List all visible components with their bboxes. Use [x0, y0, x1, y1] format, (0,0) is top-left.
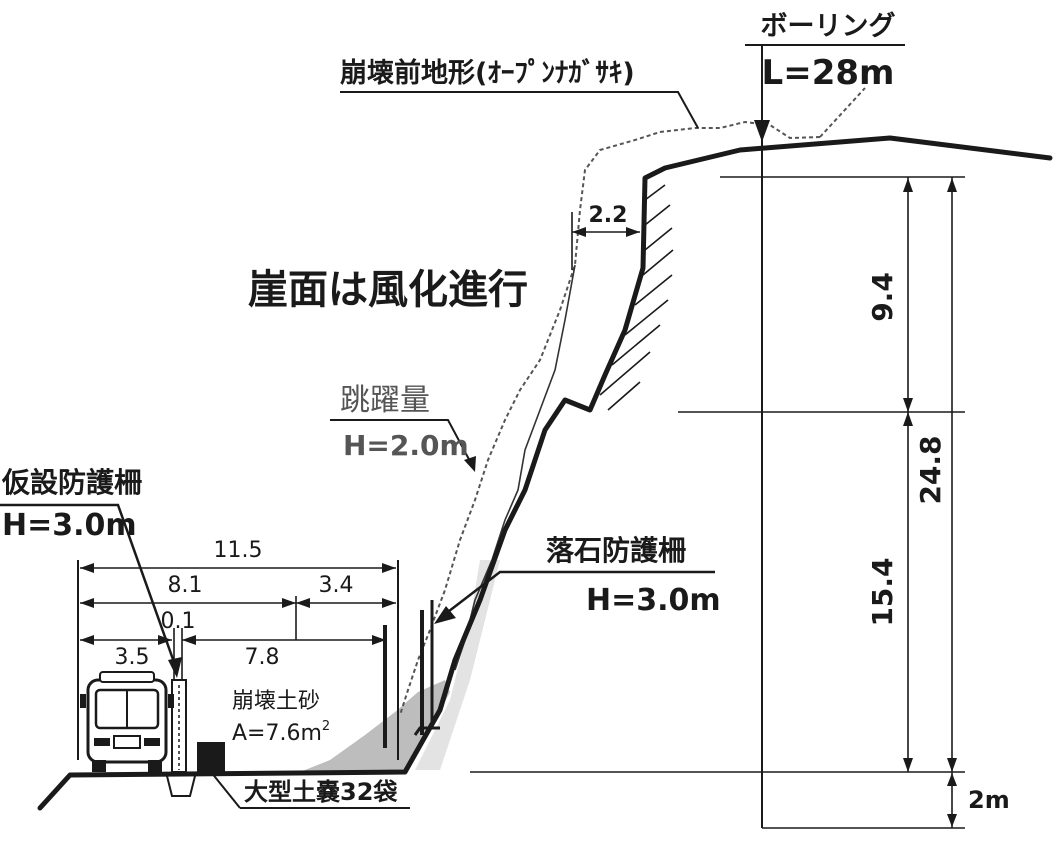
pre-collapse-leader — [340, 91, 699, 129]
jump-title: 跳躍量 — [340, 383, 430, 418]
dim-arrow — [382, 563, 396, 573]
rockfall-fence-leader — [439, 570, 715, 619]
dim-arrow — [903, 178, 913, 192]
dim-total-height-label: 24.8 — [914, 435, 947, 504]
intermediate-contour-line — [454, 264, 576, 671]
boring-arrow-head — [754, 120, 770, 142]
debris-area: A=7.6m2 — [232, 719, 330, 746]
jump-height: H=2.0m — [343, 429, 469, 462]
dim-arrow — [382, 598, 396, 608]
jump-leader — [330, 419, 473, 466]
debris-title: 崩壊土砂 — [232, 689, 320, 714]
dim-arrow — [80, 598, 94, 608]
cliff-hatching — [599, 184, 674, 411]
temp-fence-leader — [0, 503, 177, 666]
sandbag-label: 大型土嚢32袋 — [244, 778, 398, 806]
collapsed-debris-area — [300, 680, 450, 772]
dim-below-road-label: 2m — [968, 786, 1010, 814]
dim-lower-height-label: 15.4 — [866, 557, 899, 626]
rockfall-fence-arrow — [434, 606, 456, 624]
dim-arrow — [903, 412, 913, 426]
pre-collapse-terrain-label: 崩壊前地形(ｵｰﾌﾟﾝﾅｶﾞｻｷ) — [340, 57, 635, 89]
dim-width-lane-label: 3.5 — [115, 645, 150, 670]
dim-arrow — [80, 635, 94, 645]
dim-upper-height-label: 9.4 — [866, 272, 899, 322]
boring-length: L=28m — [762, 53, 895, 93]
dim-arrow — [626, 227, 640, 237]
rockfall-fence-title: 落石防護柵 — [546, 534, 686, 567]
dim-arrow — [903, 398, 913, 412]
dim-arrow — [296, 598, 310, 608]
dim-arrow — [947, 178, 957, 192]
debris-shadow — [415, 560, 500, 770]
rockfall-fence-base — [413, 726, 440, 736]
dim-width-gap-label: 0.1 — [161, 609, 196, 634]
dim-arrow — [947, 773, 957, 786]
dim-overhang-label: 2.2 — [589, 203, 628, 228]
dim-width-right-label: 3.4 — [319, 573, 354, 598]
current-ground-profile — [37, 135, 1053, 811]
sandbag-block — [197, 742, 225, 772]
dim-arrow — [947, 814, 957, 827]
dim-arrow — [80, 563, 94, 573]
dim-width-left-label: 8.1 — [168, 573, 203, 598]
boring-title: ボーリング — [761, 10, 896, 42]
dim-arrow — [572, 227, 586, 237]
rockfall-fence-height: H=3.0m — [586, 583, 721, 618]
dim-arrow — [947, 758, 957, 772]
pre-collapse-terrain-line — [399, 120, 821, 716]
boring-leader-dashed — [819, 87, 866, 138]
dim-width-inner-label: 7.8 — [245, 645, 280, 670]
temp-fence-title: 仮設防護柵 — [1, 466, 142, 499]
dim-width-total-label: 11.5 — [214, 538, 263, 563]
dim-arrow — [282, 598, 296, 608]
dim-arrow — [182, 635, 196, 645]
sandbag-leader — [210, 771, 241, 809]
dim-arrow — [903, 758, 913, 772]
weathering-note: 崖面は風化進行 — [248, 267, 528, 313]
jump-arrow — [464, 456, 476, 472]
bus-icon — [80, 671, 174, 772]
temporary-fence — [165, 679, 197, 797]
dim-arrow — [372, 635, 386, 645]
temp-fence-arrow — [168, 657, 182, 678]
temp-fence-height: H=3.0m — [2, 508, 137, 543]
